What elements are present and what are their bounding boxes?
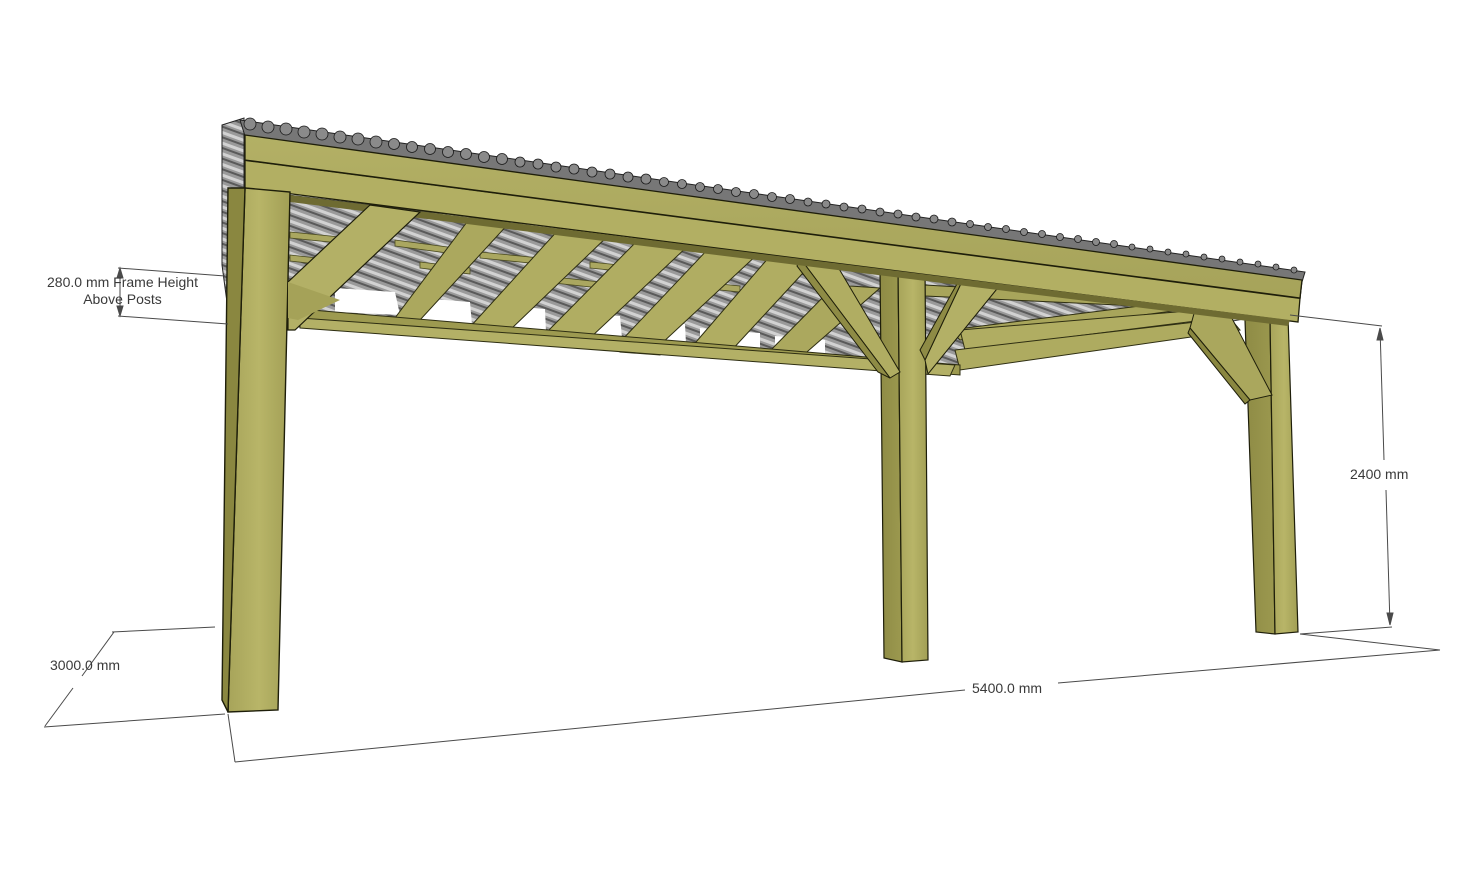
front-middle-post (879, 265, 929, 663)
frame-height-dimension-label: 280.0 mm Frame Height Above Posts (30, 274, 215, 308)
frame-height-line2: Above Posts (83, 291, 162, 307)
front-fascia-beam (244, 134, 1303, 299)
roof-corrugation-ridges (243, 117, 1298, 274)
dimension-lines (43, 266, 1441, 763)
frame-height-line1: 280.0 mm Frame Height (47, 274, 198, 290)
post-height-dimension-label: 2400 mm (1350, 466, 1409, 482)
left-knee-brace (287, 204, 422, 331)
front-left-post (221, 187, 291, 713)
right-knee-brace (1187, 304, 1273, 405)
width-dimension-label: 5400.0 mm (972, 680, 1043, 696)
depth-dimension-label: 3000.0 mm (50, 657, 121, 673)
